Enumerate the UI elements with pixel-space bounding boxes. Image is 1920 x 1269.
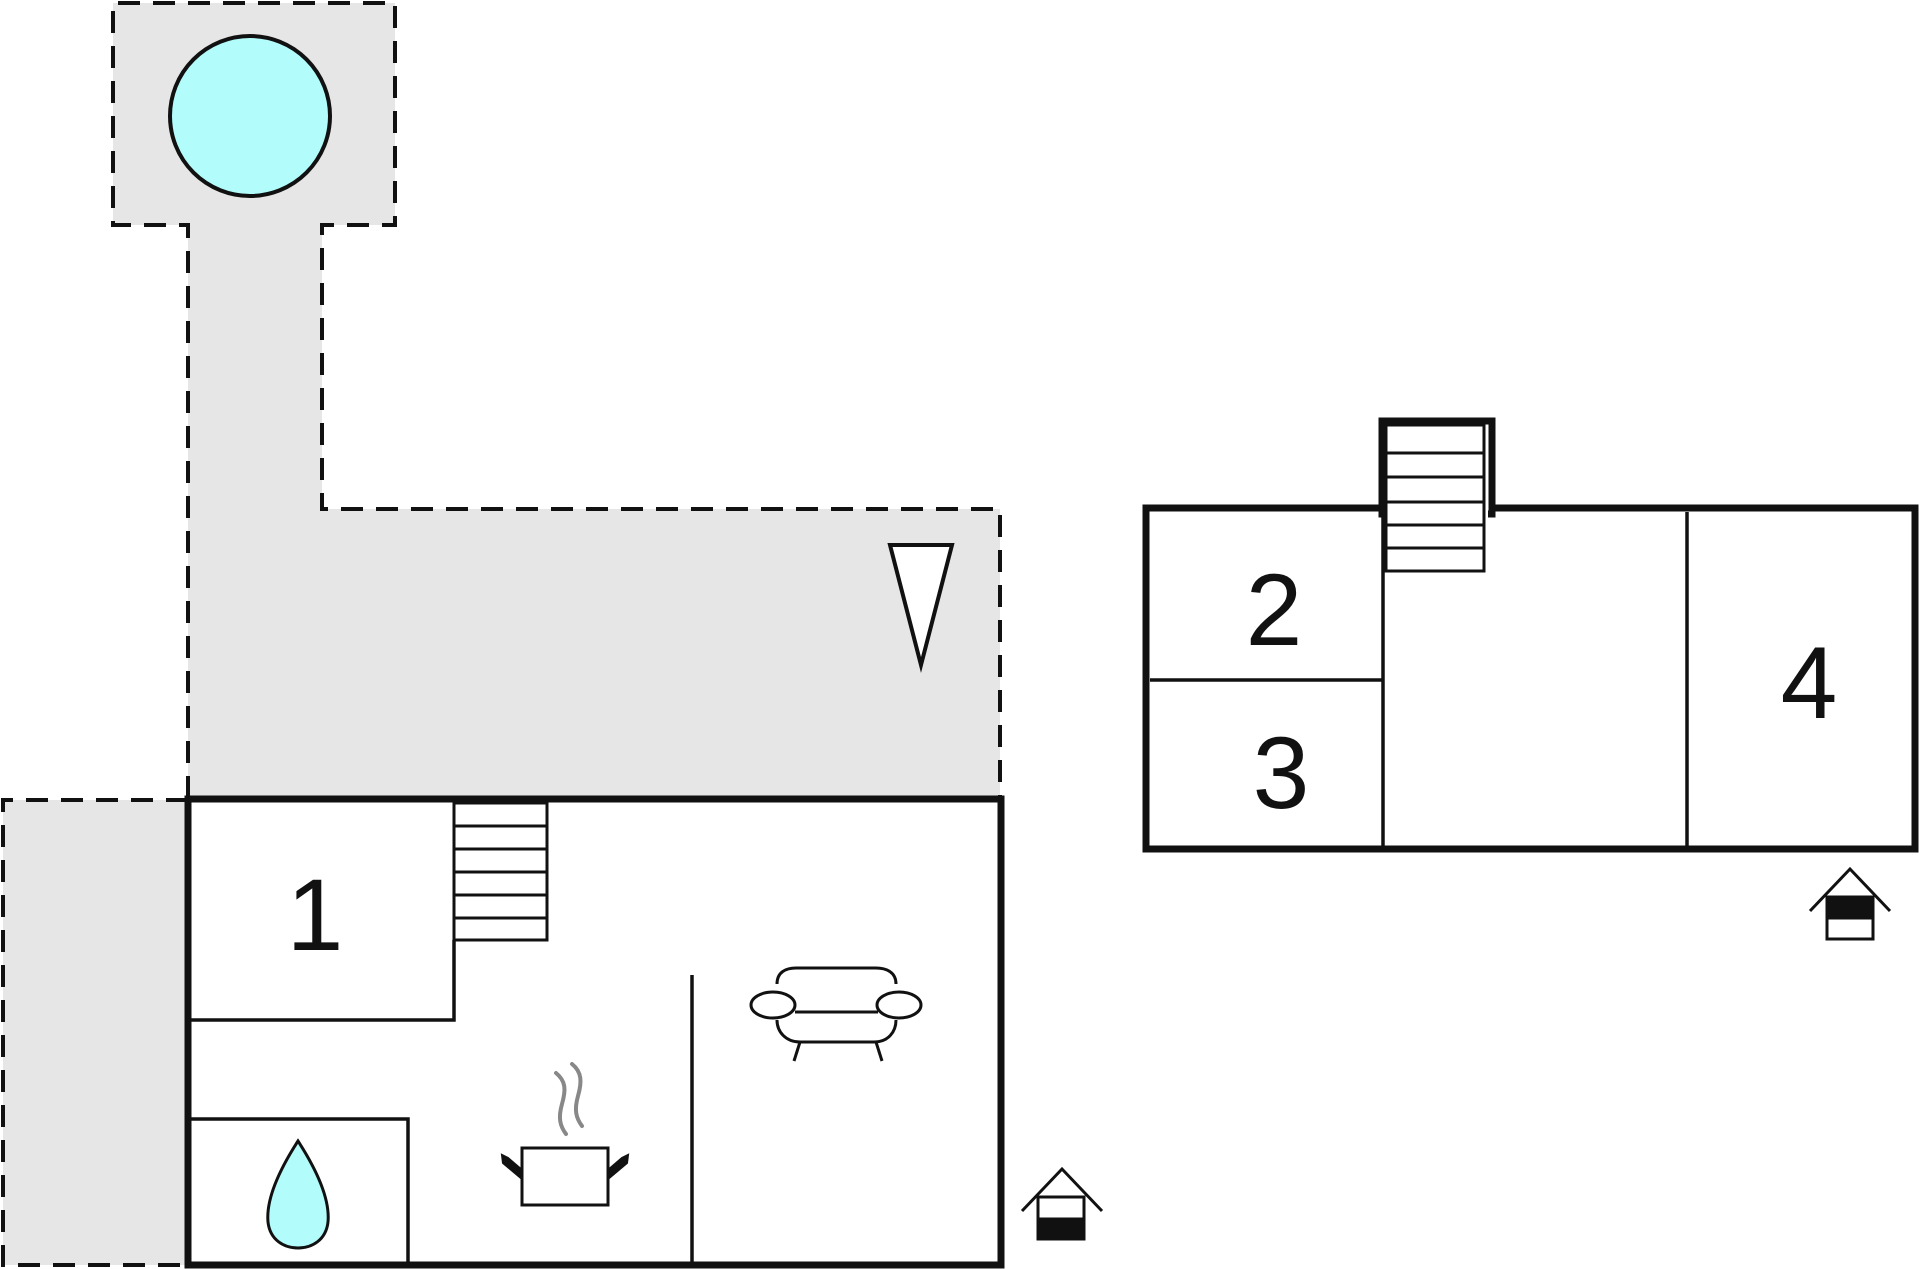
room-4-label: 4 — [1781, 626, 1838, 740]
sofa-icon — [749, 966, 923, 1062]
bathroom-wall — [190, 1117, 410, 1263]
pool-icon — [168, 34, 332, 198]
upper-floor-house-icon — [1808, 866, 1892, 941]
stairs-icon — [1384, 423, 1486, 573]
outdoor-area — [1, 1, 1002, 1267]
pool-garden-area — [113, 3, 1000, 798]
room-2-label: 2 — [1246, 553, 1303, 667]
room-1-wall — [190, 940, 456, 1022]
pool-garden-outline — [111, 1, 1002, 798]
bathroom-drop-icon — [266, 1138, 330, 1250]
room-1-label: 1 — [287, 858, 344, 972]
ground-floor-plan: 1 — [184, 795, 1104, 1269]
ground-floor-outer-wall — [184, 795, 1005, 1269]
terrace-icon — [887, 543, 955, 673]
stairs-icon — [452, 801, 549, 942]
ground-floor-house-icon — [1020, 1166, 1104, 1241]
upper-floor-plan: 2 3 4 — [1142, 417, 1919, 941]
room-3-label: 3 — [1253, 716, 1310, 830]
kitchen-pot-icon — [500, 1062, 630, 1207]
side-garden-area — [3, 800, 188, 1265]
upper-floor-outer-wall — [1142, 504, 1919, 853]
side-garden-outline — [1, 798, 188, 1267]
